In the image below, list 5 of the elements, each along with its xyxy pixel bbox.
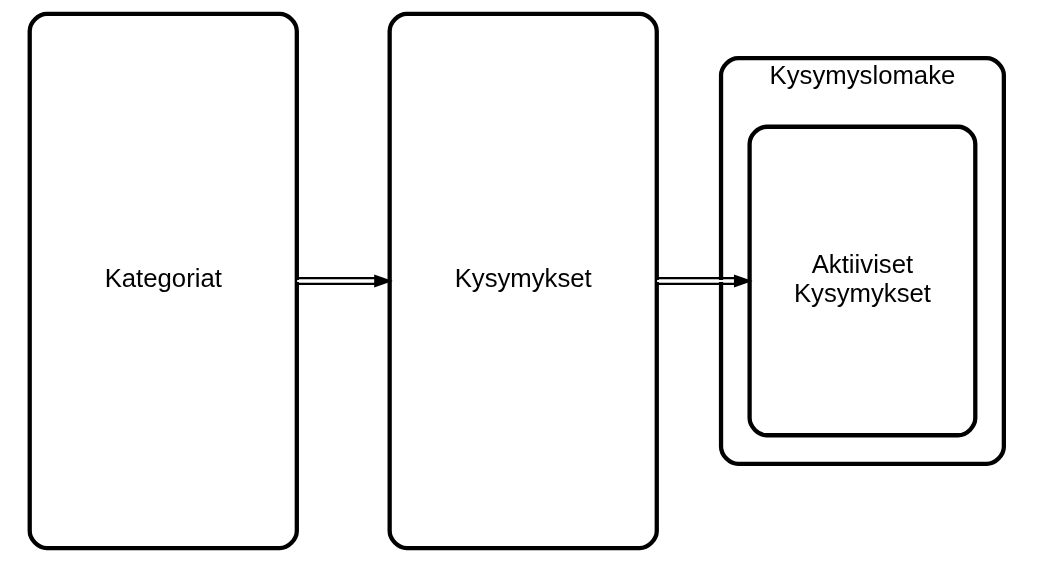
node-box: Aktiiviset Kysymykset — [747, 124, 978, 438]
node-box: Kategoriat — [27, 11, 299, 551]
arrow — [297, 274, 393, 288]
node-box: Kysymykset — [387, 11, 659, 551]
arrow — [657, 274, 753, 288]
